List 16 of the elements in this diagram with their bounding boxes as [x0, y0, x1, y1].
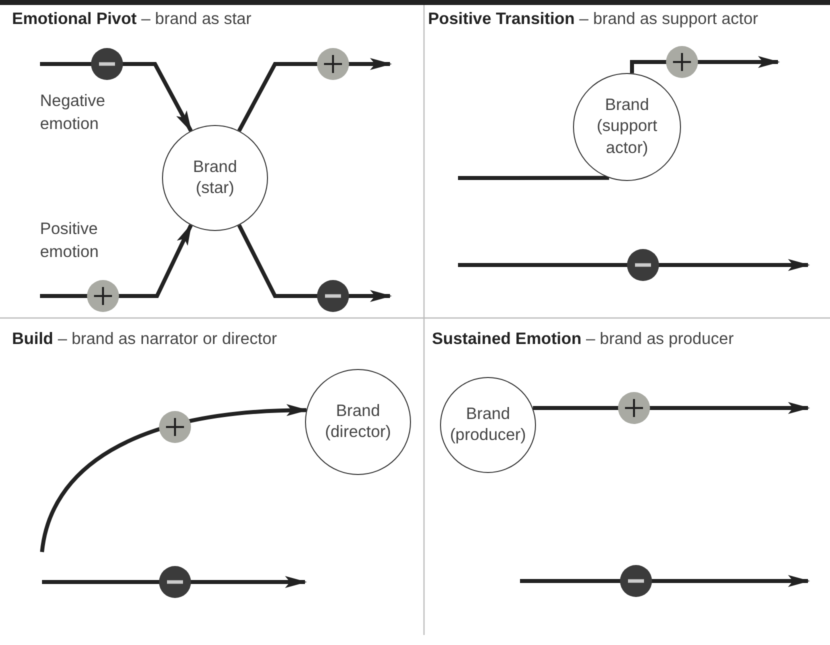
arrow: [237, 58, 392, 132]
panel-title: Positive Transition – brand as support actor: [428, 10, 758, 29]
panel-title: Sustained Emotion – brand as producer: [432, 330, 734, 349]
line-label: Negative emotion: [40, 91, 106, 136]
brand-circle: Brand (director): [305, 369, 411, 475]
arrow: [630, 56, 780, 74]
arrow: [40, 223, 193, 298]
line-label: Positive emotion: [40, 219, 100, 264]
connector-line: [458, 176, 610, 180]
brand-circle: Brand (support actor): [573, 73, 681, 181]
arrow: [40, 404, 308, 552]
panel-title: Emotional Pivot – brand as star: [12, 10, 252, 29]
panel-title: Build – brand as narrator or director: [12, 330, 278, 349]
arrow: [532, 402, 810, 414]
brand-circle: Brand (star): [162, 125, 268, 231]
brand-circle: Brand (producer): [440, 377, 536, 473]
